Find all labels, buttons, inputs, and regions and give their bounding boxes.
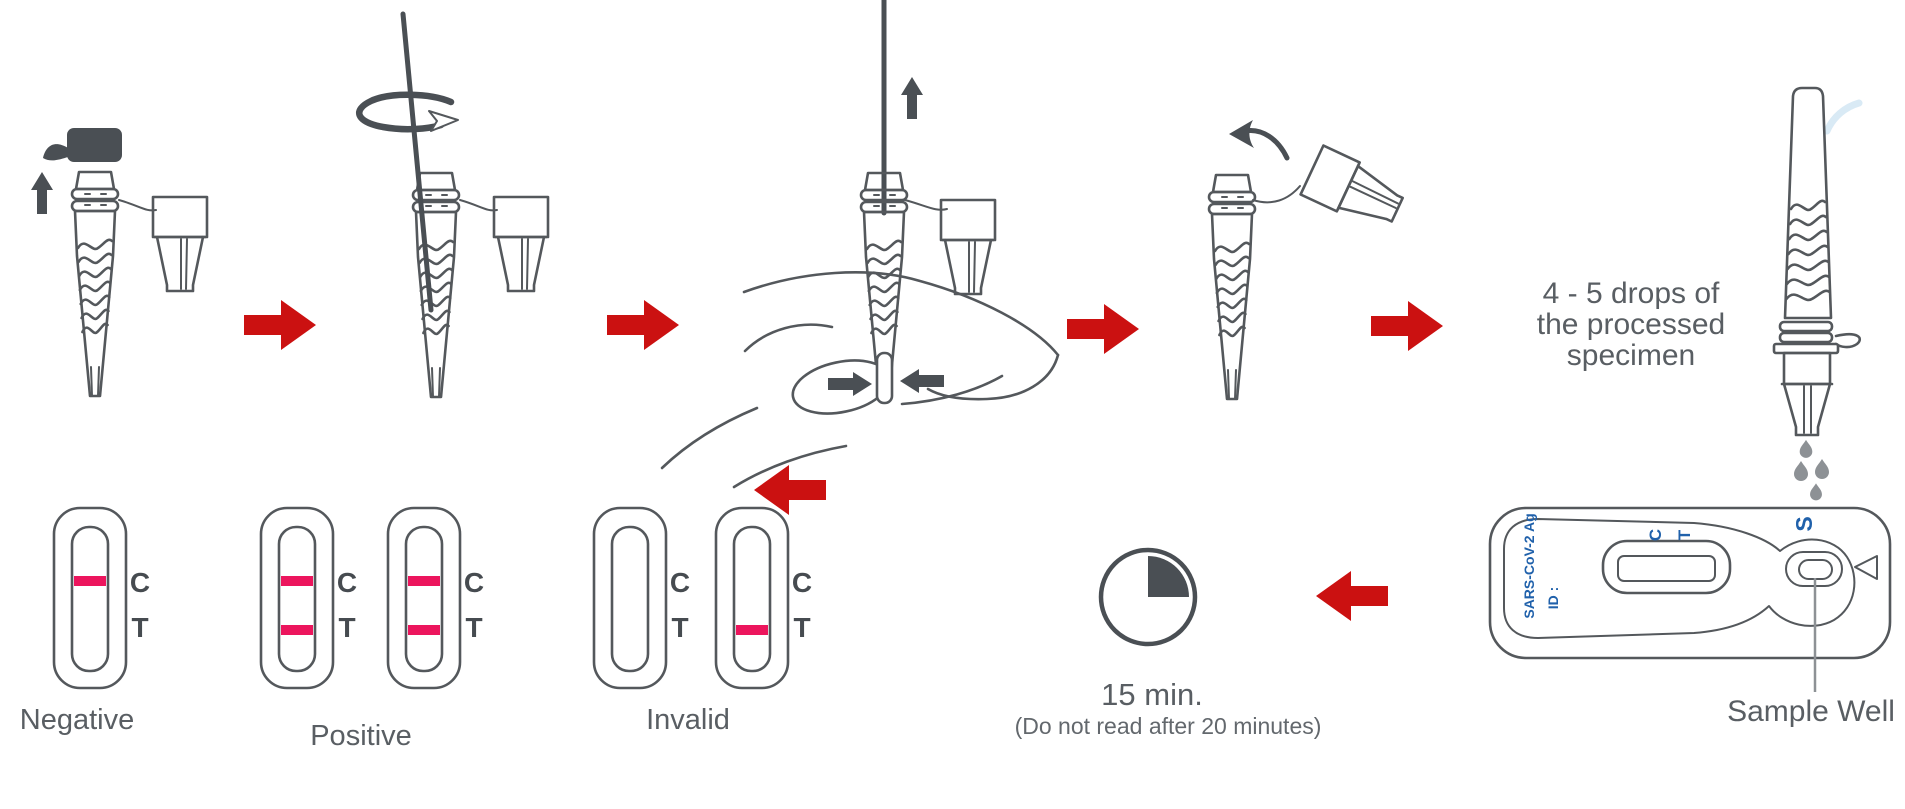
test-cassette: SARS-CoV-2 Ag ID : C T S Sample Well — [1488, 506, 1895, 728]
test-line-label: T — [338, 612, 355, 643]
result-cassette — [386, 506, 462, 690]
step-open-tube — [31, 128, 209, 396]
control-line — [74, 576, 106, 586]
cassette-name: SARS-CoV-2 Ag — [1521, 513, 1537, 618]
arrow-up-icon — [901, 77, 923, 119]
extraction-tube — [72, 172, 118, 396]
dropper-tip-cap-tilted — [1299, 144, 1410, 236]
test-line — [281, 625, 313, 635]
squeeze-arrow-left-icon — [900, 369, 944, 393]
control-line-label: C — [792, 567, 812, 598]
test-line-label: T — [671, 612, 688, 643]
timer-duration: 15 min. — [1101, 677, 1203, 712]
test-line — [408, 625, 440, 635]
swab-stick — [400, 11, 434, 313]
step-dispense-drops: 4 - 5 drops of the processed specimen — [1537, 86, 1863, 501]
cap-strap — [118, 199, 157, 212]
cap-strap — [904, 199, 948, 211]
sample-well-label: Sample Well — [1727, 695, 1895, 728]
sample-well-letter: S — [1791, 516, 1817, 531]
step-stir-swab — [356, 11, 550, 397]
result-window — [1601, 539, 1732, 595]
result-positive: C T C T Positive — [259, 506, 484, 752]
test-line-label: T — [131, 612, 148, 643]
swab-tip — [875, 351, 894, 405]
dropper-tip-cap — [492, 195, 550, 293]
dropper-tip-cap — [939, 198, 997, 296]
step-squeeze-remove-swab — [660, 0, 1060, 489]
test-line-label: T — [465, 612, 482, 643]
timer-note: (Do not read after 20 minutes) — [1015, 713, 1322, 739]
negative-label: Negative — [20, 704, 134, 736]
result-negative: C T Negative — [20, 506, 150, 736]
result-cassette — [714, 506, 790, 690]
control-line-label: C — [337, 567, 357, 598]
flip-cap-arrowhead-icon — [1229, 120, 1254, 148]
test-line — [736, 625, 768, 635]
cap-strap-loop — [1834, 332, 1862, 349]
flow-arrow-right-icon — [607, 300, 679, 350]
cap-strap — [459, 199, 498, 212]
extraction-tube — [1209, 175, 1255, 399]
test-line-label: T — [793, 612, 810, 643]
result-cassette — [592, 506, 668, 690]
positive-label: Positive — [310, 720, 412, 752]
orientation-triangle-icon — [1854, 555, 1878, 580]
cassette-id-label: ID : — [1545, 587, 1561, 610]
step-close-dropper-cap — [1209, 120, 1410, 399]
timer-quarter-wedge — [1148, 556, 1189, 597]
control-line — [408, 576, 440, 586]
control-line-label: C — [464, 567, 484, 598]
drops-note-line2: the processed — [1537, 308, 1725, 341]
flow-arrow-right-icon — [244, 300, 316, 350]
test-line-label: T — [1675, 529, 1694, 540]
cap-flip-tail-icon — [43, 144, 68, 161]
control-line-label: C — [670, 567, 690, 598]
dropper-tip-cap — [151, 195, 209, 293]
control-line-label: C — [130, 567, 150, 598]
inverted-tube — [1772, 86, 1863, 437]
highlight-swoosh — [1823, 99, 1863, 135]
result-invalid: C T C T Invalid — [592, 506, 812, 736]
rotate-arrowhead-icon — [428, 110, 459, 132]
arrow-up-icon — [31, 172, 53, 214]
flow-arrow-right-icon — [1371, 301, 1443, 351]
flow-arrow-left-icon — [1316, 571, 1388, 621]
control-line — [281, 576, 313, 586]
cap-strap — [1252, 185, 1301, 204]
invalid-label: Invalid — [646, 704, 730, 736]
control-line-label: C — [1646, 529, 1665, 541]
cassette-inner-contour — [1503, 518, 1856, 639]
drops-icon — [1794, 439, 1829, 501]
flow-arrow-right-icon — [1067, 304, 1139, 354]
tube-cap-icon — [67, 128, 122, 162]
drops-note-line1: 4 - 5 drops of — [1543, 277, 1720, 310]
result-cassette — [259, 506, 335, 690]
drops-note-line3: specimen — [1567, 339, 1695, 372]
result-window-strip — [1617, 555, 1716, 582]
result-cassette — [52, 506, 128, 690]
wait-timer: 15 min. (Do not read after 20 minutes) — [1015, 547, 1322, 739]
